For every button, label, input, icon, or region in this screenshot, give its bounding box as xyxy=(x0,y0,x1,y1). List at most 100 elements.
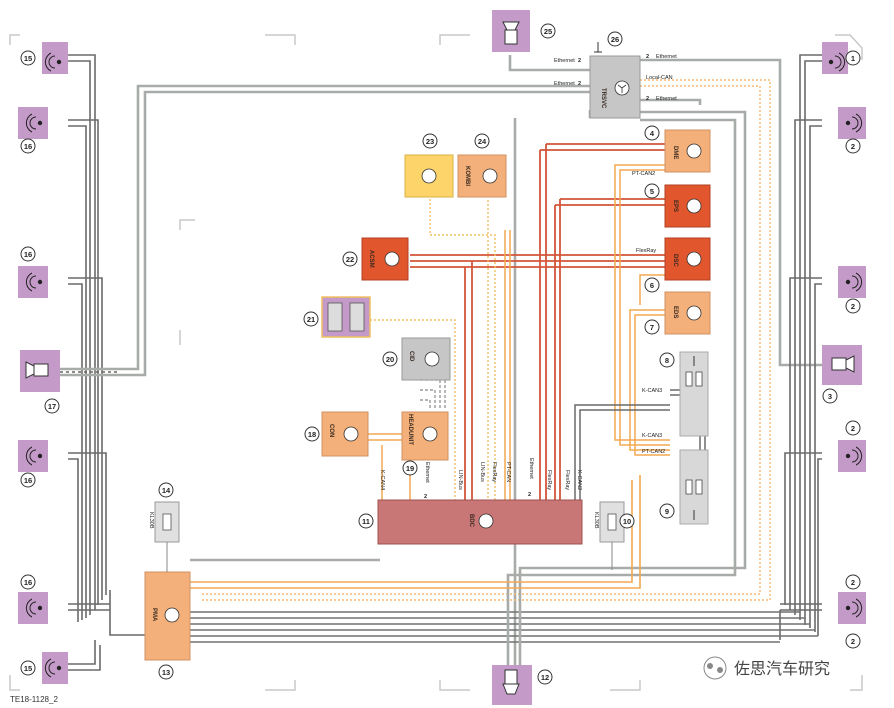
acsm-label: ACSM xyxy=(368,250,374,268)
bus-ethernet-hu: Ethernet xyxy=(424,462,430,483)
eds-label: EDS xyxy=(672,306,678,318)
frame xyxy=(9,34,863,691)
badge-6: 6 xyxy=(650,281,654,290)
bottom-ptcan xyxy=(190,475,641,589)
badge-2b: 2 xyxy=(851,302,855,311)
footer-code: TE18-1128_2 xyxy=(10,695,58,704)
bus-k-can3-b: K-CAN3 xyxy=(642,433,662,439)
bus-flexray-v2: FlexRay xyxy=(546,470,552,490)
bdc-label: BDC xyxy=(468,514,474,528)
badge-5: 5 xyxy=(650,187,654,196)
watermark-badge xyxy=(703,656,727,680)
ptcan-lines xyxy=(504,164,670,500)
sensor-left-16d xyxy=(18,592,48,624)
sensor-right-2d xyxy=(838,592,866,624)
badge-16c: 16 xyxy=(24,476,32,485)
sensor-left-15a xyxy=(42,42,68,74)
bus-two-3: 2 xyxy=(646,54,649,60)
bus-flexray-v1: FlexRay xyxy=(491,462,497,482)
bus-k-can4: K-CAN4 xyxy=(379,470,385,490)
badge-23: 23 xyxy=(426,137,434,146)
bus-eth-top-left: Ethernet xyxy=(554,58,575,64)
badge-1: 1 xyxy=(851,54,855,63)
bus-eth-top-right: Ethernet xyxy=(656,54,677,60)
bdc-unit: BDC xyxy=(377,499,583,545)
pma-label: PMA xyxy=(151,608,157,622)
flexray-lines xyxy=(410,143,665,500)
bus-k-can3-a: K-CAN3 xyxy=(642,388,662,394)
pma-unit: PMA xyxy=(144,571,191,661)
fuse-kl30b-left: KL30B xyxy=(148,501,180,572)
bus-lin-bus-2: LIN-Bus xyxy=(479,462,485,482)
badge-21: 21 xyxy=(307,315,315,324)
switch-21 xyxy=(321,296,371,338)
bus-flexray-v3: FlexRay xyxy=(564,470,570,490)
bus-two-6: 2 xyxy=(528,492,531,498)
kl30b-left-label: KL30B xyxy=(148,512,154,529)
badge-20: 20 xyxy=(386,355,394,364)
badge-2c: 2 xyxy=(851,424,855,433)
bus-pt-can: PT-CAN xyxy=(505,462,511,482)
headunit-label: HEADUNIT xyxy=(407,414,413,445)
badge-4: 4 xyxy=(650,129,655,138)
dme-label: DME xyxy=(672,146,678,159)
badge-15b: 15 xyxy=(24,664,32,673)
ground-symbols xyxy=(594,42,602,53)
bottom-ethernet-bundle xyxy=(190,110,747,665)
dme-unit: DME xyxy=(664,129,711,173)
badge-7: 7 xyxy=(650,323,654,332)
bus-eth-low-right: Ethernet xyxy=(656,96,677,102)
bus-pt-can2-b: PT-CAN2 xyxy=(642,449,665,455)
badge-3: 3 xyxy=(828,392,832,401)
lin-lines xyxy=(370,195,496,500)
cid-unit: CID xyxy=(401,337,451,381)
badge-13: 13 xyxy=(162,668,170,677)
right-wire-bundle xyxy=(779,54,822,640)
kombi-label: KOMBI xyxy=(464,166,470,186)
badge-18: 18 xyxy=(308,430,316,439)
bus-two-1: 2 xyxy=(578,58,581,64)
camera-17 xyxy=(20,350,60,392)
bottom-wire-bundle xyxy=(190,611,818,643)
kl30b-right-label: KL30B xyxy=(593,512,599,529)
badge-16a: 16 xyxy=(24,142,32,151)
badge-16b: 16 xyxy=(24,250,32,259)
badge-2d: 2 xyxy=(851,578,855,587)
badge-24: 24 xyxy=(478,137,487,146)
sensor-right-1 xyxy=(822,42,848,74)
badge-11: 11 xyxy=(362,517,370,526)
kombi-unit: KOMBI xyxy=(457,154,507,198)
trsvc-label: TRSVC xyxy=(600,88,606,109)
badge-2e: 2 xyxy=(851,637,855,646)
number-badges: 1 2 2 2 2 2 3 4 5 6 7 8 9 10 11 12 13 14… xyxy=(20,23,861,685)
eps-unit: EPS xyxy=(664,184,711,228)
cid-label: CID xyxy=(408,351,414,362)
sensor-right-2c xyxy=(838,440,866,472)
bus-lin-bus: LIN-Bus xyxy=(457,470,463,490)
top-localcan xyxy=(200,79,771,601)
eds-unit: EDS xyxy=(664,291,711,335)
sensor-left-15b xyxy=(42,652,68,684)
sensor-left-16b xyxy=(18,266,48,298)
badge-12: 12 xyxy=(541,673,549,682)
badge-17: 17 xyxy=(48,402,56,411)
badge-10: 10 xyxy=(623,517,631,526)
bus-two-2: 2 xyxy=(578,81,581,87)
badge-25: 25 xyxy=(544,27,552,36)
sensor-left-16a xyxy=(18,107,48,139)
con-unit: CON xyxy=(321,411,369,457)
badge-14: 14 xyxy=(162,486,171,495)
badge-8: 8 xyxy=(665,356,669,365)
bus-pt-can2-a: PT-CAN2 xyxy=(632,171,655,177)
terminator-8 xyxy=(679,351,709,437)
bus-flexray-main: FlexRay xyxy=(636,248,656,254)
unit-23 xyxy=(404,154,454,198)
bus-two-4: 2 xyxy=(646,96,649,102)
dsc-label: DSC xyxy=(672,254,678,267)
dsc-unit: DSC xyxy=(664,237,711,281)
badge-16d: 16 xyxy=(24,578,32,587)
terminator-9 xyxy=(679,449,709,525)
sensor-left-16c xyxy=(18,440,48,472)
headunit-unit: HEADUNIT xyxy=(401,411,449,461)
